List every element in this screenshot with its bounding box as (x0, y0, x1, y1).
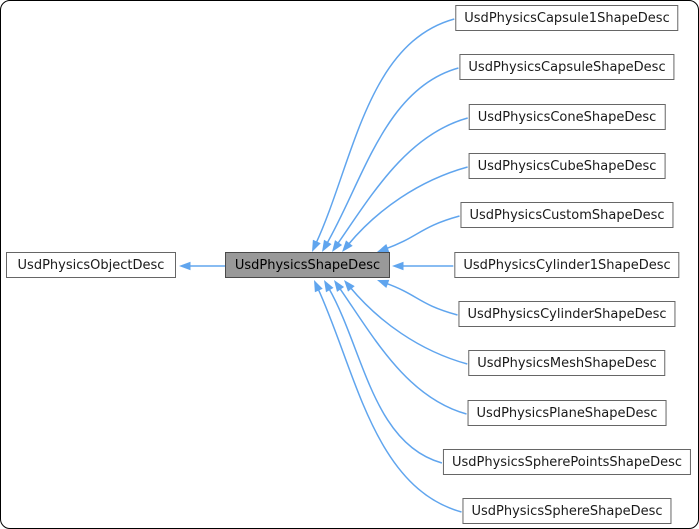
inheritance-edge (315, 18, 455, 245)
node-derived-class[interactable]: UsdPhysicsPlaneShapeDesc (467, 400, 667, 426)
node-derived-class[interactable]: UsdPhysicsCustomShapeDesc (460, 202, 674, 228)
arrowhead-icon (314, 280, 323, 293)
node-derived-class[interactable]: UsdPhysicsConeShapeDesc (468, 104, 666, 130)
arrowhead-icon (312, 239, 321, 252)
node-derived-class[interactable]: UsdPhysicsCylinderShapeDesc (458, 301, 676, 327)
node-derived-class[interactable]: UsdPhysicsCapsuleShapeDesc (459, 54, 675, 80)
arrowhead-icon (332, 240, 343, 252)
node-derived-class[interactable]: UsdPhysicsMeshShapeDesc (468, 350, 666, 376)
arrowhead-icon (344, 280, 355, 292)
node-derived-class[interactable]: UsdPhysicsSphereShapeDesc (462, 498, 672, 524)
arrowhead-icon (342, 240, 353, 252)
node-derived-class[interactable]: UsdPhysicsCubeShapeDesc (468, 153, 666, 179)
inheritance-edge (347, 166, 468, 246)
node-derived-class[interactable]: UsdPhysicsSpherePointsShapeDesc (442, 449, 692, 475)
node-derived-class[interactable]: UsdPhysicsCapsule1ShapeDesc (455, 5, 679, 31)
arrowhead-icon (322, 239, 332, 252)
inheritance-edge (338, 286, 467, 415)
inheritance-edge (336, 117, 468, 246)
inheritance-edge (385, 282, 458, 316)
arrowhead-icon (377, 279, 390, 288)
arrowhead-icon (392, 261, 404, 271)
inheritance-edge (349, 286, 468, 365)
arrowhead-icon (179, 261, 191, 271)
arrowhead-icon (334, 280, 345, 292)
arrowhead-icon (324, 280, 334, 293)
arrowhead-icon (377, 244, 390, 253)
inheritance-edge (327, 287, 443, 464)
node-base-class[interactable]: UsdPhysicsObjectDesc (6, 252, 176, 278)
node-derived-class[interactable]: UsdPhysicsCylinder1ShapeDesc (454, 252, 680, 278)
inheritance-edge (317, 287, 462, 513)
inheritance-edge (325, 67, 459, 245)
node-current-class: UsdPhysicsShapeDesc (225, 252, 390, 278)
inheritance-edge (385, 215, 460, 250)
